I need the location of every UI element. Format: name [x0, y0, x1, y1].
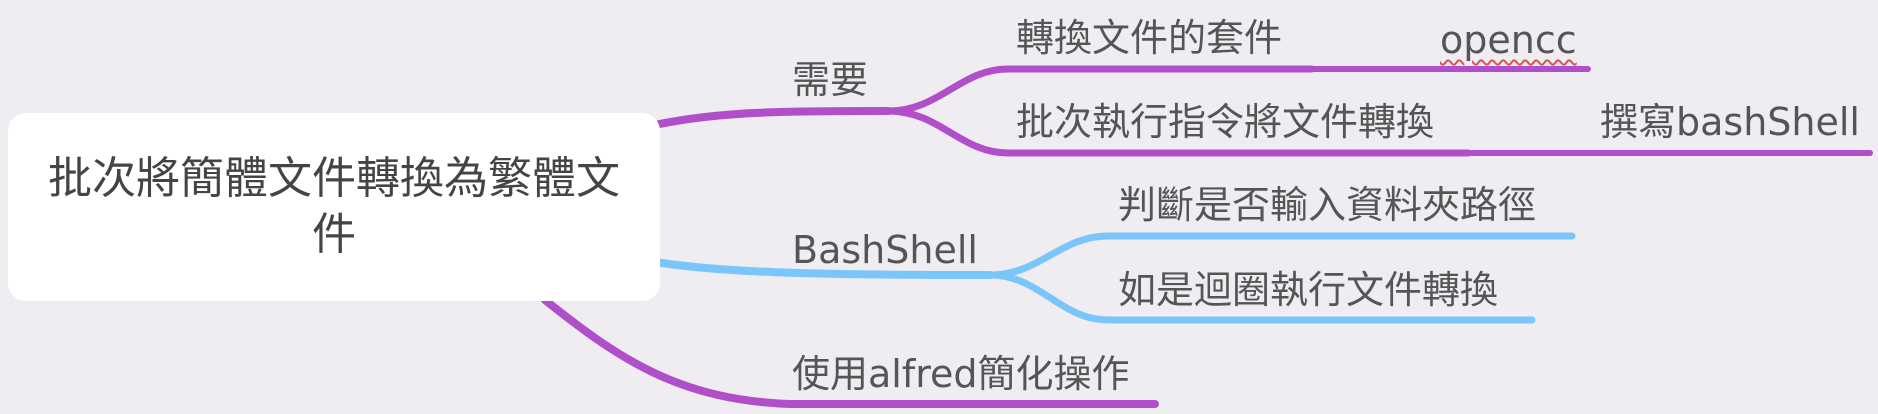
- connector-need-to-batch: [884, 107, 1472, 157]
- topic-batch-convert[interactable]: 批次執行指令將文件轉換: [1016, 100, 1435, 144]
- topic-bashshell[interactable]: BashShell: [792, 228, 978, 272]
- root-topic[interactable]: 批次將簡體文件轉換為繁體文件: [8, 113, 660, 301]
- root-topic-title: 批次將簡體文件轉換為繁體文件: [48, 153, 620, 260]
- topic-alfred[interactable]: 使用alfred簡化操作: [792, 352, 1130, 396]
- connector-bashshell-to-loop: [986, 271, 1536, 324]
- topic-check-folder-path[interactable]: 判斷是否輸入資料夾路徑: [1118, 183, 1537, 227]
- topic-opencc[interactable]: opencc: [1440, 18, 1577, 62]
- topic-need[interactable]: 需要: [792, 58, 869, 102]
- connector-root-to-bashshell: [651, 258, 994, 279]
- topic-conversion-package[interactable]: 轉換文件的套件: [1016, 16, 1283, 60]
- connector-root-to-need: [651, 107, 892, 129]
- topic-write-bashshell[interactable]: 撰寫bashShell: [1600, 100, 1860, 144]
- connector-need-to-package: [884, 65, 1316, 115]
- topic-loop-convert[interactable]: 如是迴圈執行文件轉換: [1118, 268, 1499, 312]
- connector-root-to-alfred: [541, 296, 1159, 408]
- connector-bashshell-to-check: [986, 232, 1576, 279]
